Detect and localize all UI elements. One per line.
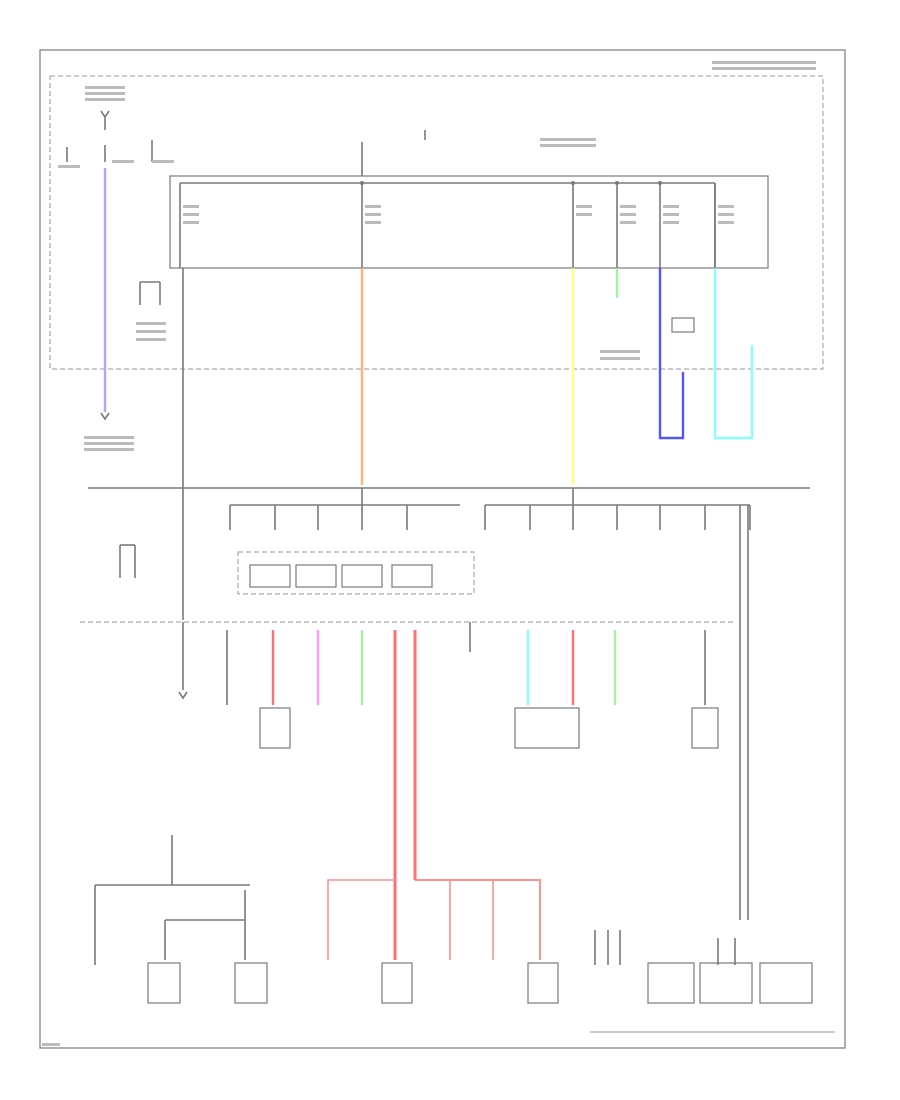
fuse-labels — [183, 205, 734, 224]
ignition-switch-symbol — [85, 86, 125, 130]
fuse-block-feeds — [360, 181, 716, 268]
footer-mark — [42, 1043, 60, 1046]
relay-small-left — [119, 544, 136, 578]
relay-left — [136, 281, 166, 341]
bottom-components — [147, 962, 813, 1004]
component-boxes-mid — [259, 707, 719, 749]
under-hood-box-title — [712, 61, 816, 70]
fuse-stub-group-left — [58, 140, 174, 168]
wire-light-red-branch-right — [415, 879, 541, 960]
wire-blue-loop — [658, 268, 685, 440]
branch-distribution — [229, 488, 751, 530]
lower-left-tree — [94, 835, 250, 965]
bottom-right-drops — [590, 505, 835, 1033]
relay-modules — [249, 564, 433, 588]
connector-arrow — [100, 412, 110, 421]
wire-light-red-branch-left — [327, 879, 395, 960]
under-hood-fuse-box-outline — [49, 75, 824, 370]
relay-group-dashed — [237, 551, 475, 595]
wire-cyan-loop — [713, 268, 754, 440]
